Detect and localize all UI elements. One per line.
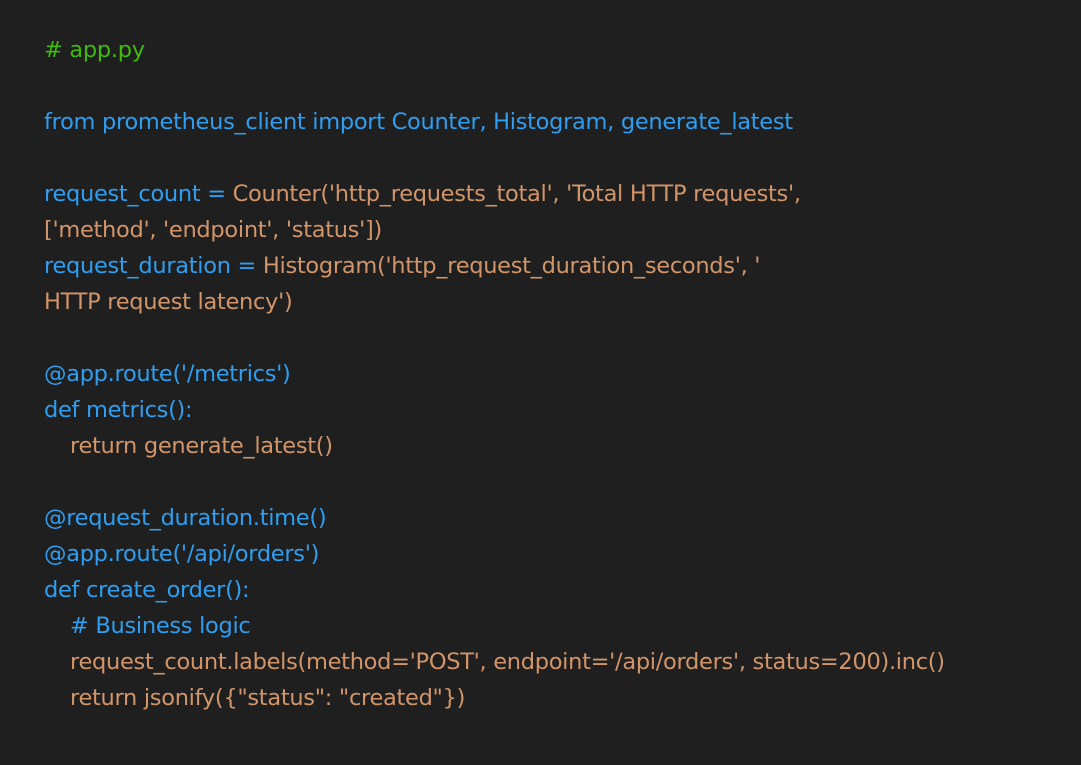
code-line: @request_duration.time() [44, 500, 1081, 536]
code-token: HTTP request latency') [44, 289, 293, 315]
code-line: def create_order(): [44, 572, 1081, 608]
code-token: return jsonify({"status": "created"}) [70, 685, 466, 711]
code-token: ['method', 'endpoint', 'status']) [44, 217, 382, 243]
code-line: @app.route('/api/orders') [44, 536, 1081, 572]
code-token: @app.route('/api/orders') [44, 541, 320, 567]
code-line: from prometheus_client import Counter, H… [44, 104, 1081, 140]
code-token: request_duration = [44, 253, 263, 279]
code-line: HTTP request latency') [44, 284, 1081, 320]
code-token: request_count = [44, 181, 233, 207]
code-line: return jsonify({"status": "created"}) [44, 680, 1081, 716]
code-token: Counter('http_requests_total', 'Total HT… [232, 181, 801, 207]
code-line [44, 320, 1081, 356]
code-token: from prometheus_client import Counter, H… [44, 109, 793, 135]
code-token: # Business logic [70, 613, 251, 639]
code-token: @request_duration.time() [44, 505, 327, 531]
code-line: request_count = Counter('http_requests_t… [44, 176, 1081, 212]
code-token: # app.py [44, 37, 145, 63]
code-token: return generate_latest() [70, 433, 333, 459]
code-token: @app.route('/metrics') [44, 361, 291, 387]
code-line: request_duration = Histogram('http_reque… [44, 248, 1081, 284]
code-line: ['method', 'endpoint', 'status']) [44, 212, 1081, 248]
code-line [44, 464, 1081, 500]
code-line: request_count.labels(method='POST', endp… [44, 644, 1081, 680]
code-line: # Business logic [44, 608, 1081, 644]
code-block: # app.py from prometheus_client import C… [44, 32, 1081, 716]
code-line: @app.route('/metrics') [44, 356, 1081, 392]
code-line: return generate_latest() [44, 428, 1081, 464]
code-token: request_count.labels(method='POST', endp… [70, 649, 945, 675]
code-token: Histogram('http_request_duration_seconds… [262, 253, 761, 279]
code-line [44, 68, 1081, 104]
code-token: def create_order(): [44, 577, 250, 603]
code-line: def metrics(): [44, 392, 1081, 428]
code-line: # app.py [44, 32, 1081, 68]
code-token: def metrics(): [44, 397, 193, 423]
code-line [44, 140, 1081, 176]
